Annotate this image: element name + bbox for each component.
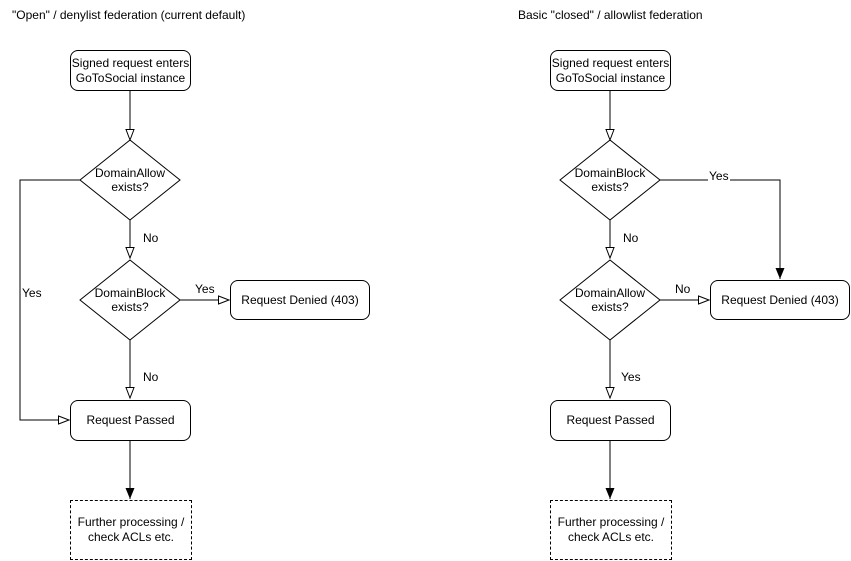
left-request-denied-node: Request Denied (403) bbox=[230, 280, 370, 320]
right-request-passed-node: Request Passed bbox=[550, 400, 671, 441]
left-decision1-no-label: No bbox=[142, 231, 160, 245]
left-request-passed-node: Request Passed bbox=[70, 400, 191, 441]
left-decision2-label: DomainBlock exists? bbox=[94, 286, 166, 314]
left-connector-decision1-yes bbox=[19, 179, 80, 425]
right-decision2-yes-label: Yes bbox=[620, 370, 642, 384]
left-chart-title: "Open" / denylist federation (current de… bbox=[12, 8, 246, 22]
left-decision1-yes-label: Yes bbox=[21, 286, 43, 300]
left-further-processing-node: Further processing / check ACLs etc. bbox=[70, 500, 192, 560]
right-flowchart-shapes bbox=[559, 90, 785, 499]
right-further-processing-node: Further processing / check ACLs etc. bbox=[550, 500, 672, 560]
left-decision1-label: DomainAllow exists? bbox=[94, 166, 166, 194]
right-decision2-label: DomainAllow exists? bbox=[574, 286, 646, 314]
left-decision2-no-label: No bbox=[142, 370, 160, 384]
left-flowchart-shapes bbox=[19, 90, 231, 499]
right-request-denied-node: Request Denied (403) bbox=[710, 280, 850, 320]
left-start-node: Signed request enters GoToSocial instanc… bbox=[70, 50, 191, 91]
right-start-node: Signed request enters GoToSocial instanc… bbox=[550, 50, 671, 91]
right-chart-title: Basic "closed" / allowlist federation bbox=[518, 8, 703, 22]
right-decision2-no-label: No bbox=[674, 282, 692, 296]
right-decision1-label: DomainBlock exists? bbox=[574, 166, 646, 194]
right-connector-decision1-yes bbox=[660, 179, 785, 279]
left-decision2-yes-label: Yes bbox=[194, 282, 216, 296]
right-decision1-yes-label: Yes bbox=[708, 169, 730, 183]
right-decision1-no-label: No bbox=[622, 231, 640, 245]
